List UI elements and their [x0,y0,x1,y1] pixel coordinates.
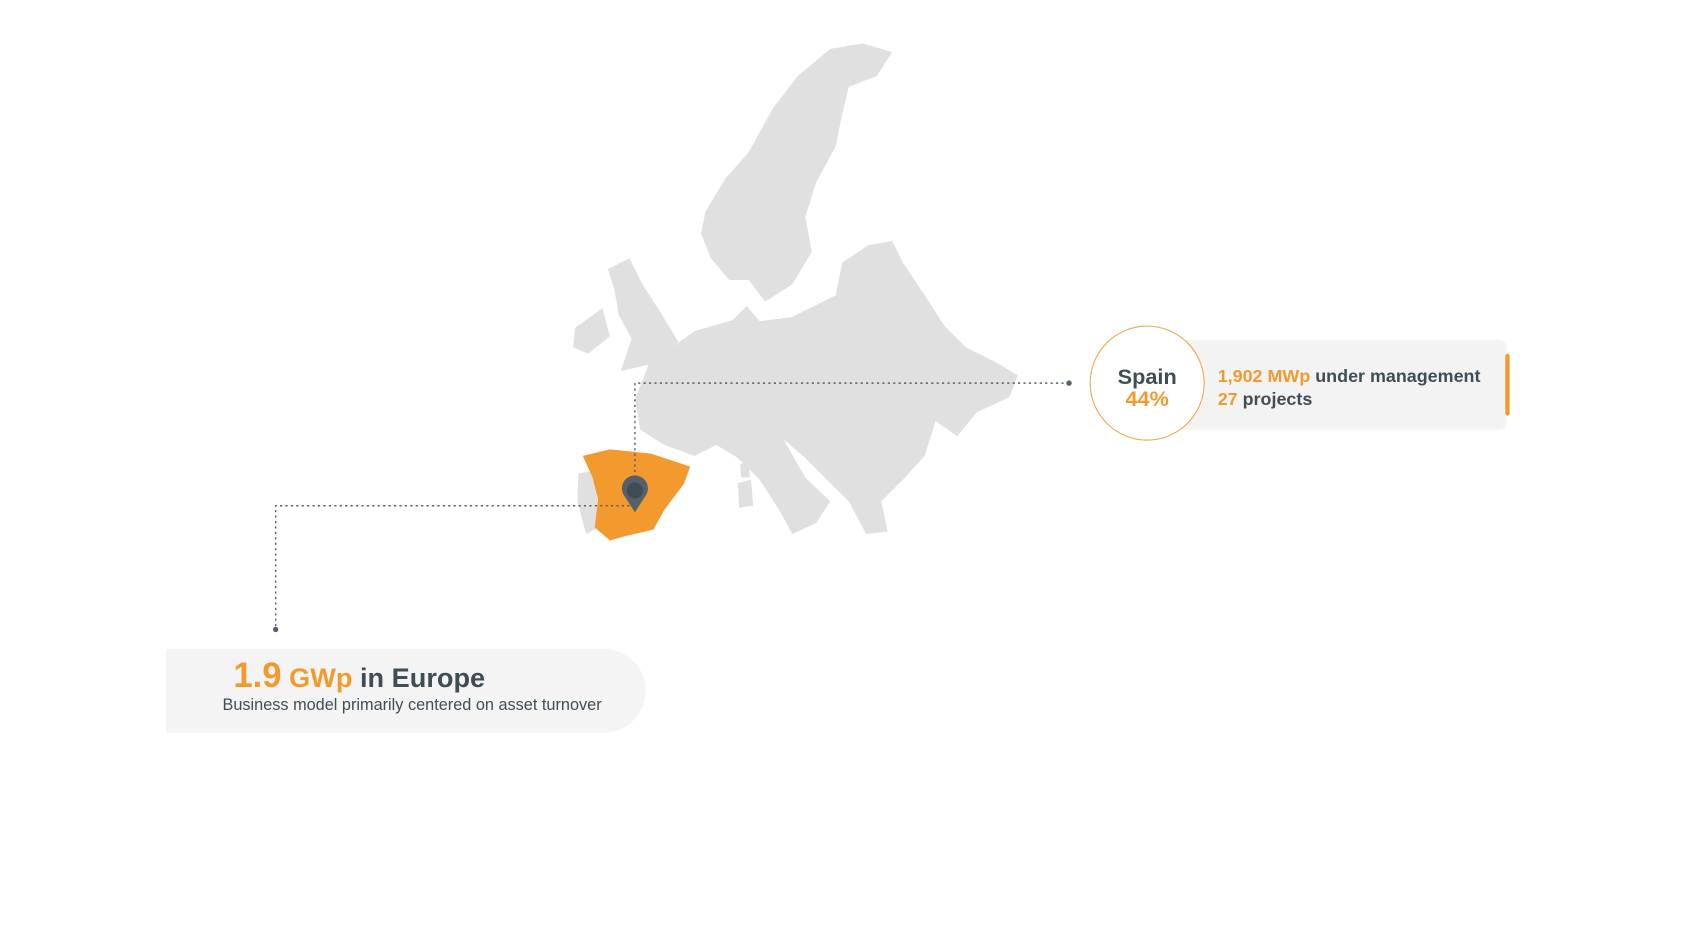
capacity-label: under management [1315,366,1481,387]
connector-dot [1066,380,1072,386]
map-ireland [573,308,610,354]
accent-bar [1505,353,1510,416]
map-uk [607,258,679,372]
country-name: Spain [1117,365,1177,390]
summary-value: 1.9 [233,655,282,695]
spain-info-text: 1,902 MWp under management 27 projects [1218,366,1481,412]
map-mainland [634,240,1019,534]
country-share: 44% [1125,387,1169,412]
spain-share-circle: Spain 44% [1089,325,1205,441]
map-corsica [740,460,750,478]
map-pin-icon [621,475,648,513]
projects-value: 27 [1217,389,1238,410]
map-portugal [577,471,600,534]
summary-unit: GWp [289,663,353,694]
projects-label: projects [1242,389,1313,410]
europe-summary-card: 1.9 GWp in Europe Business model primari… [166,649,646,733]
connector-summary [274,505,635,630]
spain-info-card [1177,339,1507,430]
connector-spain-info [634,382,1070,478]
summary-suffix: in Europe [360,663,486,694]
connector-lines [274,382,1070,630]
connector-dot [272,626,279,633]
map-scandinavia [701,43,893,302]
summary-headline: 1.9 GWp in Europe [233,656,485,696]
map-sardinia [738,479,754,508]
summary-subtitle: Business model primarily centered on ass… [222,695,602,715]
capacity-value: 1,902 MWp [1217,366,1311,387]
